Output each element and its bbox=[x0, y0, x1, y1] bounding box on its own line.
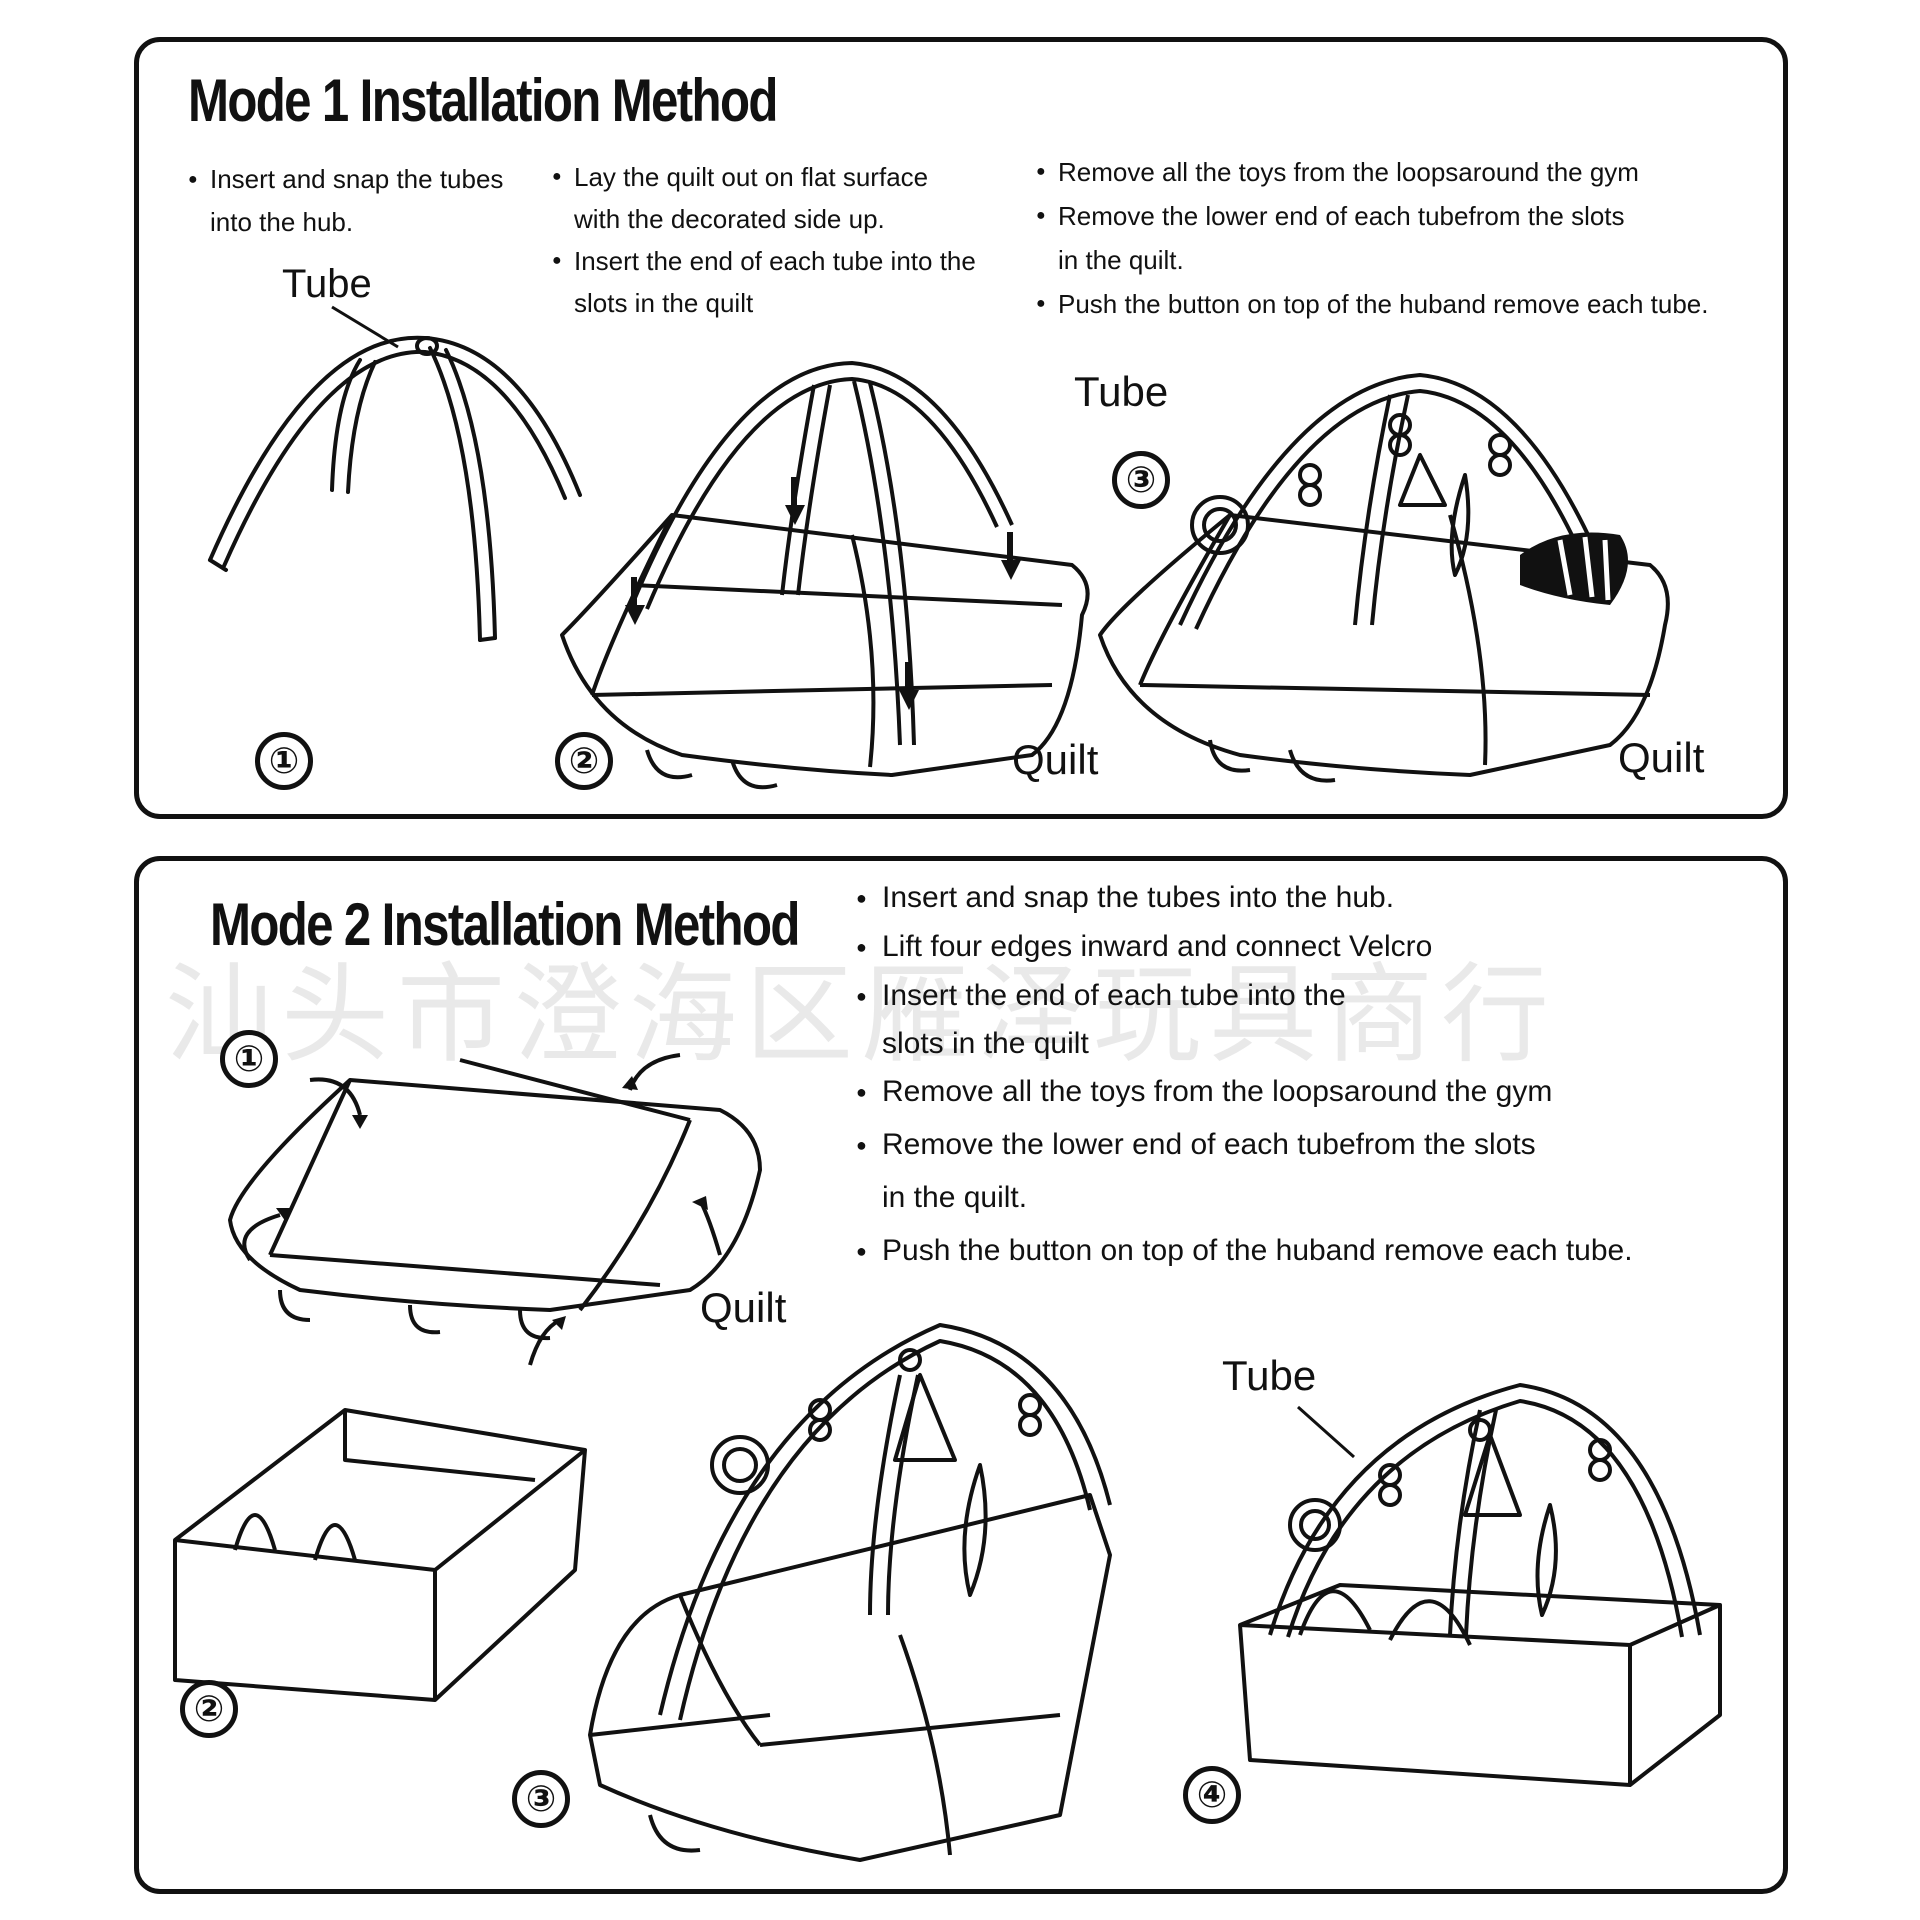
instruction-line: slots in the quilt bbox=[552, 282, 976, 324]
mode1-instructions-col1: Insert and snap the tubes into the hub. bbox=[188, 158, 503, 244]
mode1-step3-gym-illustration bbox=[1090, 365, 1690, 785]
instruction-line: Remove the lower end of each tubefrom th… bbox=[856, 1118, 1633, 1172]
instruction-line: in the quilt. bbox=[856, 1172, 1633, 1224]
quilt-label: Quilt bbox=[1618, 734, 1704, 782]
step-number-1: ① bbox=[220, 1030, 278, 1088]
mode2-instructions: Insert and snap the tubes into the hub. … bbox=[856, 872, 1633, 1278]
tube-label: Tube bbox=[1222, 1352, 1316, 1400]
step-number-2: ② bbox=[180, 1680, 238, 1738]
mode1-instructions-col3: Remove all the toys from the loopsaround… bbox=[1036, 150, 1708, 326]
mode2-step3-gym-illustration bbox=[570, 1315, 1170, 1875]
instruction-line: Insert the end of each tube into the bbox=[552, 240, 976, 282]
mode2-step2-box-illustration bbox=[165, 1400, 605, 1710]
instruction-line: Push the button on top of the huband rem… bbox=[856, 1224, 1633, 1278]
instruction-line: into the hub. bbox=[188, 201, 503, 244]
instruction-line: Push the button on top of the huband rem… bbox=[1036, 282, 1708, 326]
mode2-title: Mode 2 Installation Method bbox=[210, 890, 799, 959]
mode1-title: Mode 1 Installation Method bbox=[188, 66, 777, 135]
instruction-line: Insert and snap the tubes bbox=[188, 158, 503, 201]
step-number-3: ③ bbox=[1112, 451, 1170, 509]
instruction-line: Insert the end of each tube into the bbox=[856, 970, 1633, 1022]
tube-label: Tube bbox=[1074, 368, 1168, 416]
step-number-4: ④ bbox=[1183, 1766, 1241, 1824]
quilt-label: Quilt bbox=[1012, 736, 1098, 784]
instruction-line: Remove the lower end of each tubefrom th… bbox=[1036, 194, 1708, 238]
instruction-line: slots in the quilt bbox=[856, 1022, 1633, 1066]
instruction-line: with the decorated side up. bbox=[552, 198, 976, 240]
mode2-step1-quilt-illustration bbox=[220, 1020, 780, 1360]
instruction-line: Lift four edges inward and connect Velcr… bbox=[856, 924, 1633, 970]
tube-label: Tube bbox=[282, 262, 372, 307]
step-number-1: ① bbox=[255, 732, 313, 790]
instruction-line: Lay the quilt out on flat surface bbox=[552, 156, 976, 198]
instruction-line: Remove all the toys from the loopsaround… bbox=[856, 1066, 1633, 1118]
instruction-line: in the quilt. bbox=[1036, 238, 1708, 282]
mode1-step2-quilt-illustration bbox=[552, 355, 1102, 795]
instruction-line: Remove all the toys from the loopsaround… bbox=[1036, 150, 1708, 194]
leader-line bbox=[330, 305, 400, 350]
step-number-2: ② bbox=[555, 732, 613, 790]
leader-line bbox=[1296, 1405, 1356, 1460]
instruction-line: Insert and snap the tubes into the hub. bbox=[856, 872, 1633, 924]
mode1-step1-frame-illustration bbox=[190, 320, 610, 650]
step-number-3: ③ bbox=[512, 1770, 570, 1828]
mode1-instructions-col2: Lay the quilt out on flat surface with t… bbox=[552, 156, 976, 324]
